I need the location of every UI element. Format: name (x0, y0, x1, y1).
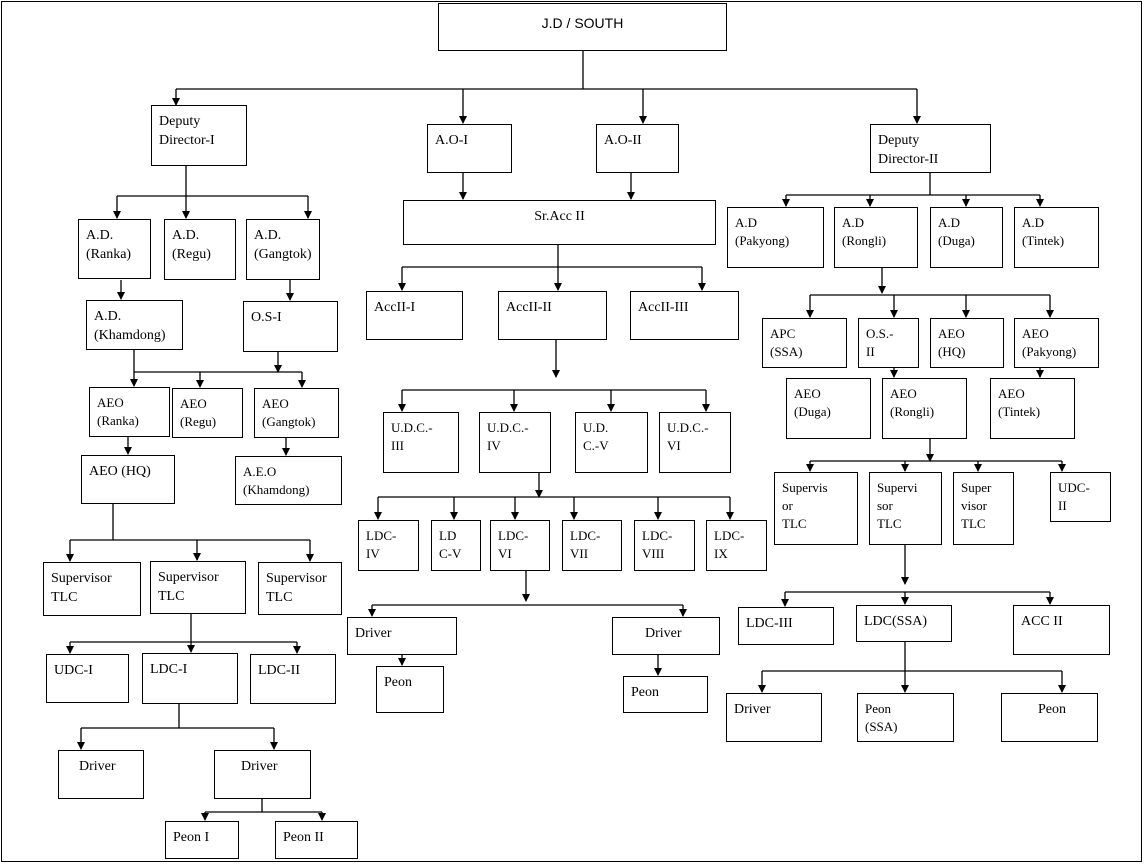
box-ldc-ssa: LDC(SSA) (856, 605, 952, 642)
box-driver-mid-1: Driver (347, 617, 457, 655)
box-peon-mid-1: Peon (376, 666, 444, 713)
box-ldc-6: LDC- VI (490, 520, 550, 571)
box-ao-1: A.O-I (427, 124, 512, 173)
box-ldc-9: LDC- IX (706, 520, 767, 571)
box-peon-2: Peon II (275, 821, 358, 859)
box-accii-2: AccII-II (498, 291, 607, 340)
box-supervisor-tlc-3: Supervisor TLC (258, 562, 342, 615)
box-ad-rongli: A.D (Rongli) (834, 207, 918, 268)
box-aeo-pakyong: AEO (Pakyong) (1014, 318, 1099, 368)
box-aeo-hq-right: AEO (HQ) (930, 318, 1004, 368)
box-os-1: O.S-I (243, 301, 338, 352)
box-ad-ranka: A.D. (Ranka) (78, 219, 151, 279)
box-aeo-duga: AEO (Duga) (786, 378, 871, 439)
box-udc-6: U.D.C.- VI (659, 412, 731, 473)
box-driver-left-1: Driver (58, 750, 144, 799)
box-aeo-rongli: AEO (Rongli) (882, 378, 967, 439)
box-os-2: O.S.- II (858, 318, 919, 368)
box-supervisor-tlc-r1: Supervis or TLC (774, 472, 858, 545)
box-ldc-5: LD C-V (431, 520, 481, 571)
box-accii-3: AccII-III (630, 291, 739, 340)
box-supervisor-tlc-1: Supervisor TLC (43, 562, 141, 616)
box-ldc-3: LDC-III (738, 607, 834, 645)
box-driver-mid-2: Driver (612, 617, 720, 655)
box-ldc-2: LDC-II (250, 654, 336, 704)
box-peon-mid-2: Peon (623, 676, 708, 713)
box-peon-right: Peon (1001, 693, 1098, 742)
box-deputy-director-1: Deputy Director-I (151, 105, 247, 166)
box-udc-1: UDC-I (46, 654, 129, 703)
box-aeo-hq-left: AEO (HQ) (81, 455, 175, 504)
box-ldc-4: LDC- IV (358, 520, 419, 571)
box-peon-ssa: Peon (SSA) (857, 693, 954, 742)
box-ldc-1: LDC-I (142, 653, 238, 704)
box-apc-ssa: APC (SSA) (762, 318, 847, 368)
box-ldc-7: LDC- VII (562, 520, 622, 571)
box-udc-2: UDC- II (1050, 472, 1111, 522)
box-driver-right: Driver (726, 693, 822, 742)
box-aeo-khamdong: A.E.O (Khamdong) (235, 456, 342, 505)
box-sr-acc-ii: Sr.Acc II (403, 200, 716, 245)
box-supervisor-tlc-r3: Super visor TLC (953, 472, 1014, 545)
box-ad-pakyong: A.D (Pakyong) (727, 207, 824, 268)
box-aeo-gangtok: AEO (Gangtok) (254, 388, 339, 438)
box-supervisor-tlc-r2: Supervi sor TLC (869, 472, 942, 545)
box-accii-1: AccII-I (366, 291, 463, 340)
box-jd-south: J.D / SOUTH (438, 3, 727, 51)
box-udc-3: U.D.C.- III (383, 412, 459, 473)
box-aeo-regu: AEO (Regu) (172, 388, 243, 438)
box-aeo-ranka: AEO (Ranka) (89, 387, 170, 437)
box-acc-ii: ACC II (1013, 605, 1110, 655)
box-udc-4: U.D.C.- IV (479, 412, 551, 473)
box-udc-5: U.D. C.-V (575, 412, 648, 473)
box-ad-regu: A.D. (Regu) (164, 219, 236, 280)
box-ao-2: A.O-II (596, 124, 679, 173)
box-ad-khamdong: A.D. (Khamdong) (86, 300, 183, 350)
box-peon-1: Peon I (165, 821, 239, 859)
box-ad-gangtok: A.D. (Gangtok) (246, 219, 320, 280)
box-deputy-director-2: Deputy Director-II (870, 124, 991, 173)
box-driver-left-2: Driver (214, 750, 311, 799)
box-ad-duga: A.D (Duga) (930, 207, 1003, 268)
box-ad-tintek: A.D (Tintek) (1014, 207, 1099, 268)
box-supervisor-tlc-2: Supervisor TLC (150, 561, 246, 614)
box-ldc-8: LDC- VIII (634, 520, 695, 571)
box-aeo-tintek: AEO (Tintek) (990, 378, 1075, 439)
